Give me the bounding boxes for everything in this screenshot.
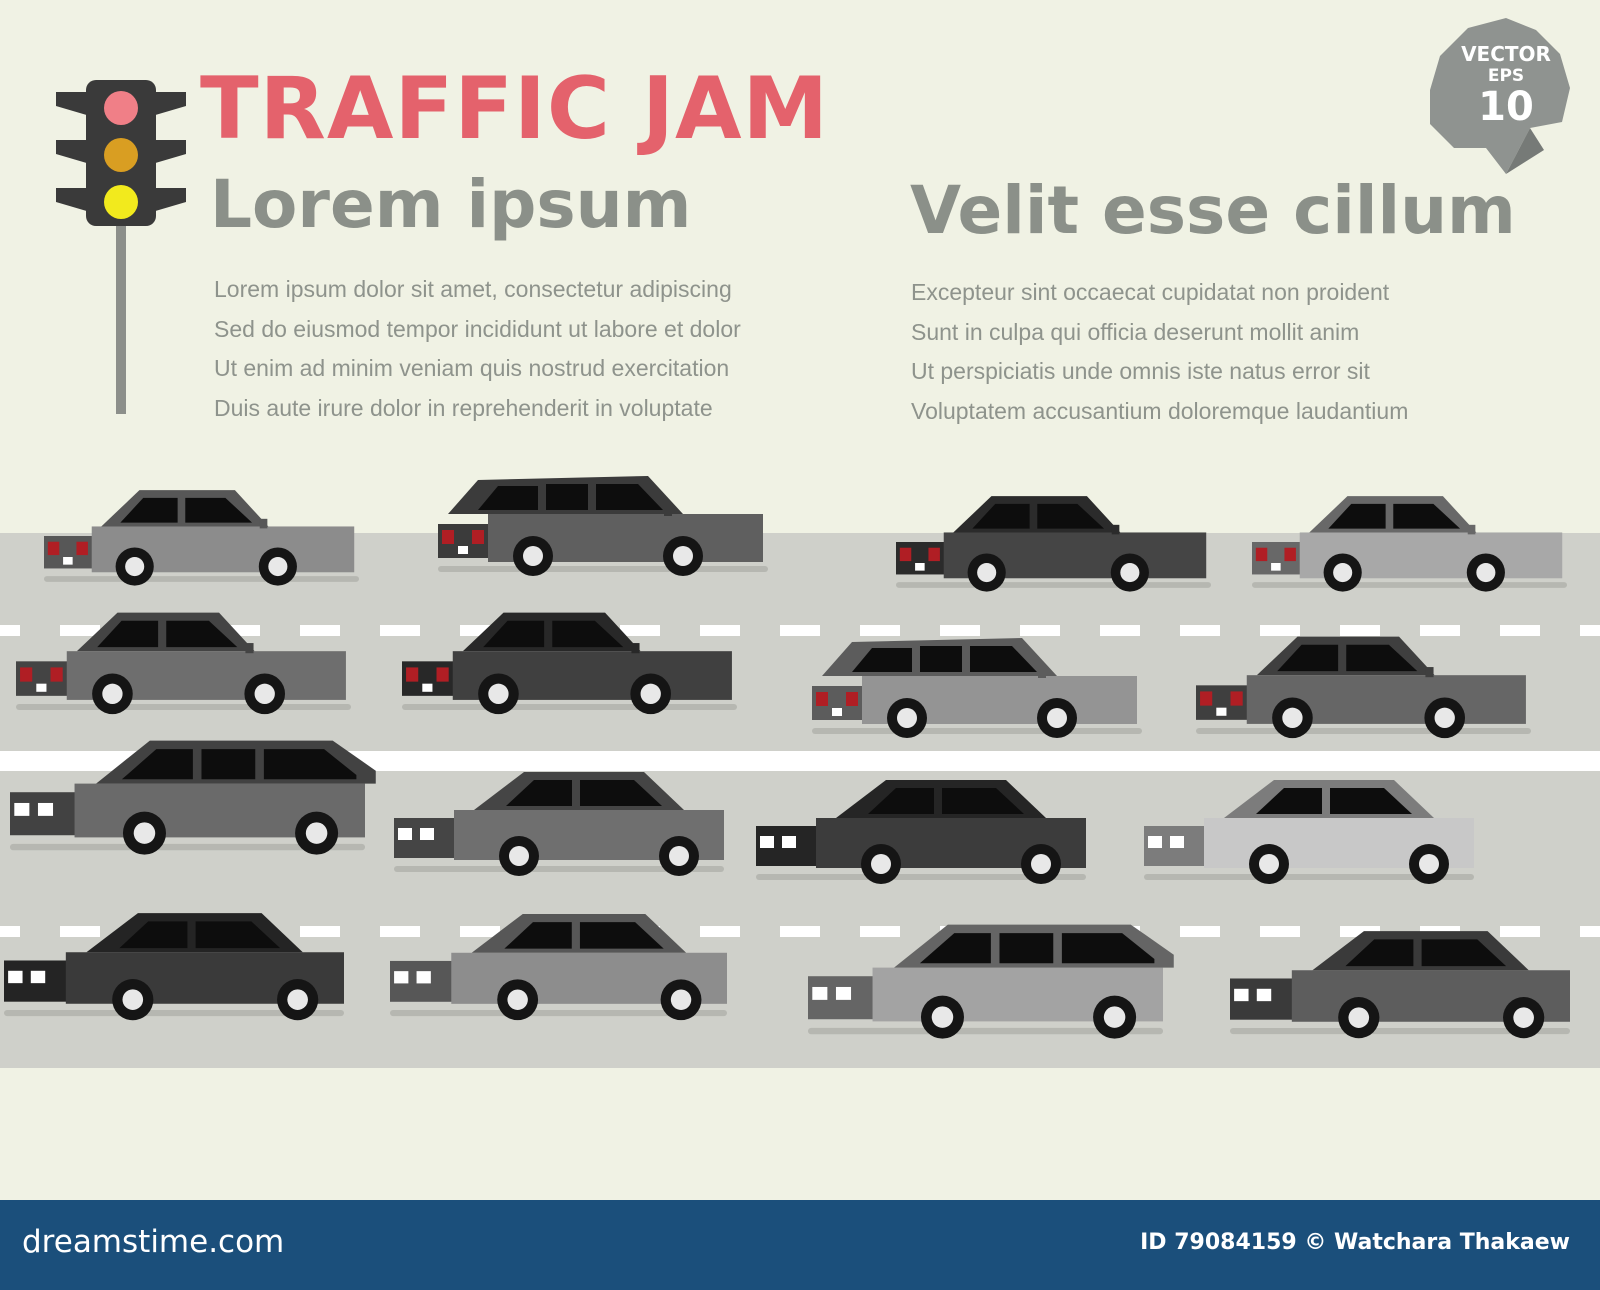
right-heading: Velit esse cillum [910, 172, 1516, 249]
road-median [0, 751, 1600, 771]
footer-bar: dreamstime.com ID 79084159 © Watchara Th… [0, 1200, 1600, 1290]
lane-dash [1020, 625, 1060, 636]
right-body-line: Ut perspiciatis unde omnis iste natus er… [911, 358, 1370, 384]
car-icon [808, 924, 1174, 1039]
lane-dash [700, 926, 740, 937]
car-icon [10, 740, 376, 855]
car-icon [4, 913, 344, 1021]
car-icon [394, 772, 724, 876]
lane-dash [0, 926, 20, 937]
lane-dash [300, 926, 340, 937]
lane-dash [460, 625, 500, 636]
car-icon [1230, 931, 1570, 1039]
lane-dash [1180, 625, 1220, 636]
right-body-line: Sunt in culpa qui officia deserunt molli… [911, 318, 1360, 345]
car-icon [390, 913, 727, 1021]
car-icon [44, 490, 360, 586]
lane-dash [1340, 625, 1380, 636]
car-icon [16, 612, 351, 715]
footer-brand[interactable]: dreamstime.com [22, 1224, 285, 1260]
left-body-line: Sed do eiusmod tempor incididunt ut labo… [214, 315, 741, 342]
right-body-line: Voluptatem accusantium doloremque laudan… [911, 397, 1409, 424]
lane-dash [380, 926, 420, 937]
badge-vector-label: VECTOR [1461, 42, 1551, 66]
cars [4, 476, 1570, 1039]
lane-dash [300, 625, 340, 636]
lane-dash [1100, 625, 1140, 636]
car-icon [756, 780, 1086, 884]
lane-dash [860, 926, 900, 937]
lane-dash [780, 625, 820, 636]
lane-dash [1500, 625, 1540, 636]
car-icon [438, 476, 768, 576]
right-body-line: Excepteur sint occaecat cupidatat non pr… [911, 279, 1390, 305]
lane-dash [1340, 926, 1380, 937]
lane-dash [1420, 625, 1460, 636]
car-icon [1144, 780, 1474, 884]
lane-dash [1580, 625, 1600, 636]
lane-dash [380, 625, 420, 636]
lane-dash [1260, 926, 1300, 937]
traffic-scene [0, 18, 1600, 1068]
lane-dash [460, 926, 500, 937]
lane-dash [60, 926, 100, 937]
car-icon [812, 638, 1142, 738]
left-body-text: Lorem ipsum dolor sit amet, consectetur … [214, 270, 741, 428]
page-title: TRAFFIC JAM [200, 59, 830, 159]
right-body-text: Excepteur sint occaecat cupidatat non pr… [911, 273, 1408, 431]
footer-credit: ID 79084159 © Watchara Thakaew [1140, 1230, 1570, 1255]
lane-dash [1260, 625, 1300, 636]
lane-dash [860, 625, 900, 636]
lane-dash [0, 625, 20, 636]
lane-dash [780, 926, 820, 937]
lane-dash [940, 625, 980, 636]
left-body-line: Ut enim ad minim veniam quis nostrud exe… [214, 355, 730, 381]
left-body-line: Lorem ipsum dolor sit amet, consectetur … [214, 276, 732, 302]
lane-dash [1580, 926, 1600, 937]
car-icon [896, 496, 1211, 592]
traffic-light-icon [56, 80, 186, 414]
badge-eps-label: EPS [1487, 66, 1525, 86]
lane-dash [1500, 926, 1540, 937]
badge-version-label: 10 [1478, 84, 1534, 130]
lane-dash [60, 625, 100, 636]
left-heading: Lorem ipsum [210, 166, 692, 243]
lane-dash [700, 625, 740, 636]
car-icon [402, 612, 737, 715]
green-lamp [104, 185, 138, 219]
red-lamp [104, 91, 138, 125]
vector-eps-badge [1430, 18, 1570, 174]
car-icon [1252, 496, 1567, 592]
car-icon [1196, 636, 1531, 739]
amber-lamp [104, 138, 138, 172]
lane-dash [1180, 926, 1220, 937]
left-body-line: Duis aute irure dolor in reprehenderit i… [214, 394, 713, 421]
lane-dash [620, 625, 660, 636]
lane-dash [220, 625, 260, 636]
